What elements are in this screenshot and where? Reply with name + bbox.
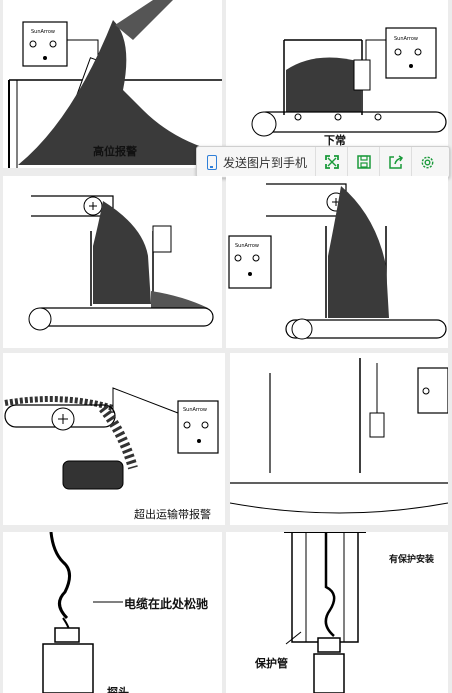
caption-over-belt-alarm: 超出运输带报警	[134, 508, 211, 521]
diagram-over-belt: SunArrow 超出运输带报警	[3, 353, 225, 525]
share-icon	[388, 155, 403, 169]
diagram-high-level-alarm: SunArrow 高位报警	[3, 0, 222, 168]
diagram-protected-install: 有保护安装 保护管	[226, 532, 448, 693]
device-brand-2: SunArrow	[394, 36, 418, 42]
illustration-protected-install	[284, 532, 366, 693]
caption-partial-top: 下常	[324, 134, 346, 146]
caption-protection-tube: 保护管	[255, 657, 288, 670]
illustration-over-belt: SunArrow	[4, 387, 219, 490]
illustration-chute-left	[28, 195, 214, 331]
device-brand-1: SunArrow	[31, 29, 55, 35]
fullscreen-button[interactable]	[315, 147, 347, 177]
illustration-high-level: SunArrow	[8, 0, 222, 168]
diagram-hopper-right	[230, 353, 448, 525]
illustration-cable-slack	[42, 532, 123, 693]
save-button[interactable]	[347, 147, 379, 177]
device-brand-4: SunArrow	[235, 243, 259, 249]
diagram-normal-level: SunArrow 下常	[226, 0, 448, 146]
caption-cable-slack: 电缆在此处松驰	[124, 597, 209, 611]
phone-icon	[207, 154, 217, 170]
save-icon	[356, 155, 371, 169]
caption-partial-bottom: 探头	[107, 686, 129, 693]
diagram-cable-slack: 电缆在此处松驰 探头	[3, 532, 222, 693]
fullscreen-icon	[324, 155, 339, 169]
settings-icon	[421, 156, 434, 168]
illustration-hopper-right	[230, 358, 448, 514]
image-toolbar: 发送图片到手机	[196, 146, 450, 178]
device-brand-5: SunArrow	[183, 407, 207, 413]
caption-high-alarm: 高位报警	[93, 145, 137, 158]
send-to-phone-button[interactable]: 发送图片到手机	[197, 147, 315, 177]
caption-protected-install: 有保护安装	[389, 555, 435, 565]
illustration-normal-level: SunArrow	[251, 27, 447, 137]
settings-button[interactable]	[411, 147, 443, 177]
diagram-chute-right: SunArrow	[226, 176, 448, 348]
send-to-phone-label: 发送图片到手机	[223, 155, 308, 170]
illustration-chute-right: SunArrow	[228, 183, 447, 340]
diagram-chute-left	[3, 176, 222, 348]
share-button[interactable]	[379, 147, 411, 177]
